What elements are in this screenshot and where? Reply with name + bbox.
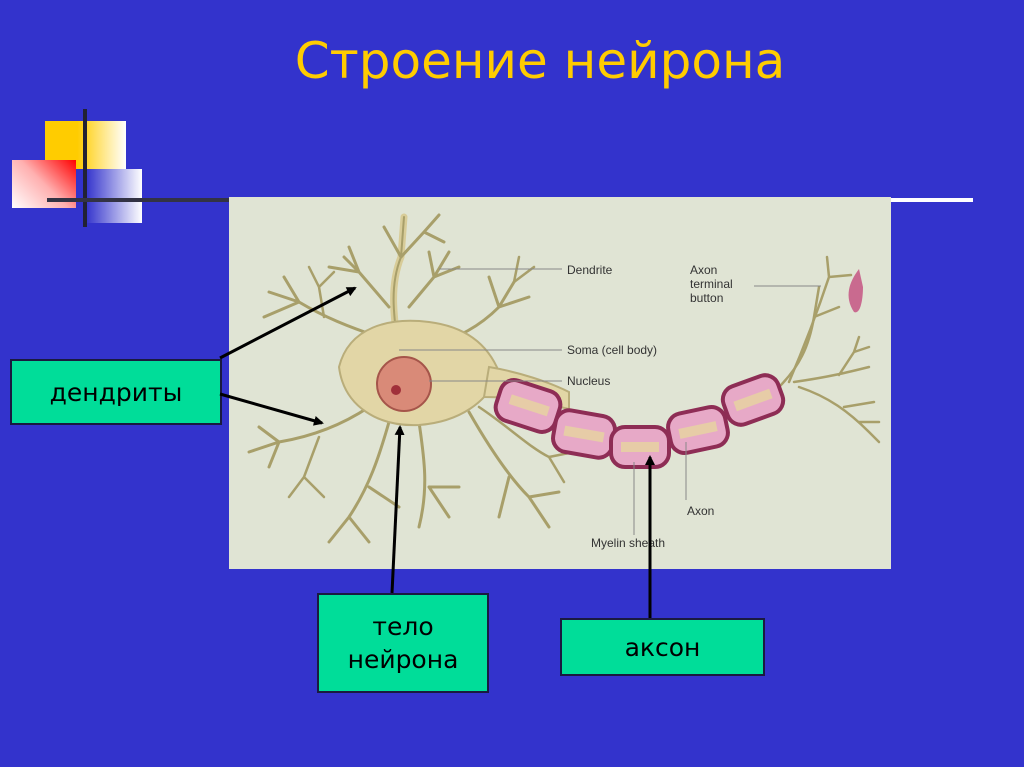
label-axon-terminal: Axon terminal button [690, 263, 733, 305]
label-soma: Soma (cell body) [567, 343, 658, 357]
callout-neuron-body: тело нейрона [317, 593, 489, 693]
neuron-illustration [247, 213, 881, 544]
decor-white-line [890, 198, 973, 202]
slide-title: Строение нейрона [294, 32, 786, 90]
neuron-diagram: Dendrite Axon terminal button Soma (cell… [229, 197, 891, 569]
decor-blue-square [76, 169, 142, 223]
decor-horizontal-line [47, 198, 229, 202]
callout-dendrites: дендриты [10, 359, 222, 425]
label-myelin-sheath: Myelin sheath [591, 536, 666, 550]
callout-axon: аксон [560, 618, 765, 676]
label-nucleus: Nucleus [567, 374, 611, 388]
decor-vertical-line [83, 109, 87, 227]
label-dendrite: Dendrite [567, 263, 613, 277]
label-axon: Axon [687, 504, 715, 518]
